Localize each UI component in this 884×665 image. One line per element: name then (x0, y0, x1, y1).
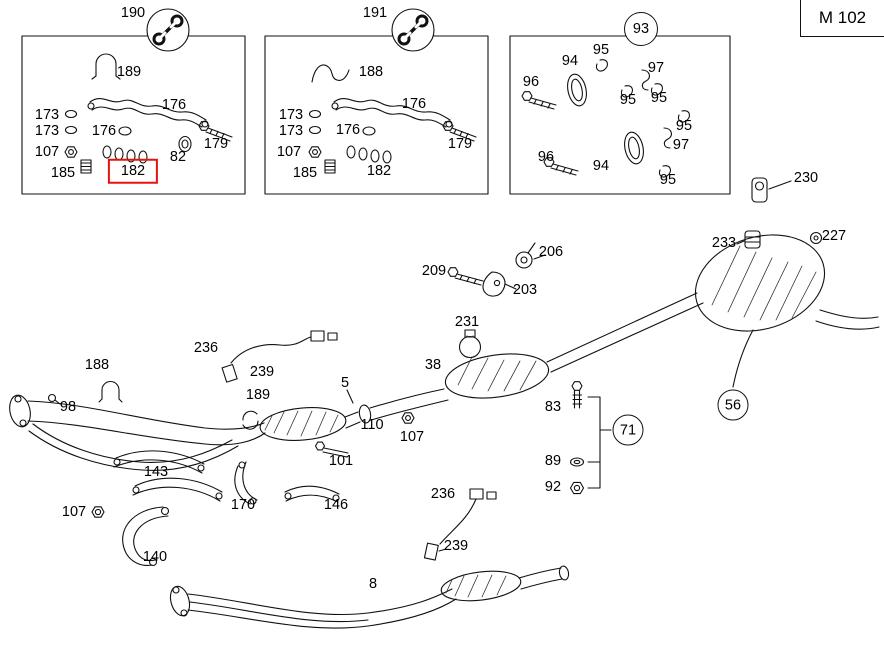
part-label-95[interactable]: 95 (659, 171, 677, 188)
part-label-96[interactable]: 96 (537, 148, 555, 165)
part-label-selected-182[interactable]: 182 (107, 158, 159, 184)
part-label-239[interactable]: 239 (443, 537, 469, 554)
inset-box-93 (509, 35, 731, 195)
part-label-176[interactable]: 176 (91, 122, 117, 139)
part-label-185[interactable]: 185 (292, 164, 318, 181)
part-label-173[interactable]: 173 (34, 106, 60, 123)
part-label-5[interactable]: 5 (340, 374, 350, 391)
part-label-107[interactable]: 107 (399, 428, 425, 445)
clamp-231 (458, 329, 482, 359)
group-callout-93[interactable]: 93 (624, 12, 658, 46)
part-label-107[interactable]: 107 (61, 503, 87, 520)
part-label-231[interactable]: 231 (454, 313, 480, 330)
part-label-188[interactable]: 188 (84, 356, 110, 373)
part-label-89[interactable]: 89 (544, 452, 562, 469)
part-label-101[interactable]: 101 (328, 452, 354, 469)
part-label-230[interactable]: 230 (793, 169, 819, 186)
part-label-189[interactable]: 189 (245, 386, 271, 403)
part-label-140[interactable]: 140 (142, 548, 168, 565)
part-label-173[interactable]: 173 (278, 106, 304, 123)
part-label-143[interactable]: 143 (143, 463, 169, 480)
part-label-97[interactable]: 97 (672, 136, 690, 153)
hanger-parts-top (447, 242, 546, 297)
part-label-8[interactable]: 8 (368, 575, 378, 592)
part-label-173[interactable]: 173 (278, 122, 304, 139)
part-label-203[interactable]: 203 (512, 281, 538, 298)
part-label-233[interactable]: 233 (711, 234, 737, 251)
part-label-95[interactable]: 95 (650, 89, 668, 106)
part-label-95[interactable]: 95 (619, 91, 637, 108)
inset-191-parts (308, 64, 477, 174)
group-callout-71[interactable]: 71 (612, 414, 644, 446)
mounting-brackets (91, 450, 340, 567)
model-badge-label: M 102 (818, 8, 867, 27)
part-label-176[interactable]: 176 (161, 96, 187, 113)
part-label-176[interactable]: 176 (335, 121, 361, 138)
group-callout-56[interactable]: 56 (717, 389, 749, 421)
inset-box-190 (21, 35, 246, 195)
part-label-188[interactable]: 188 (358, 63, 384, 80)
part-label-206[interactable]: 206 (538, 243, 564, 260)
part-label-95[interactable]: 95 (675, 117, 693, 134)
part-label-38[interactable]: 38 (424, 356, 442, 373)
part-label-176[interactable]: 176 (401, 95, 427, 112)
part-label-107[interactable]: 107 (276, 143, 302, 160)
inset-93-parts (521, 59, 691, 178)
part-label-83[interactable]: 83 (544, 398, 562, 415)
part-label-236[interactable]: 236 (430, 485, 456, 502)
wrench-icon (146, 8, 190, 52)
part-label-182[interactable]: 182 (366, 162, 392, 179)
part-label-110[interactable]: 110 (360, 416, 384, 433)
front-exhaust-system (9, 292, 704, 471)
part-label-146[interactable]: 146 (323, 496, 349, 513)
part-label-94[interactable]: 94 (592, 157, 610, 174)
part-label-227[interactable]: 227 (821, 227, 847, 244)
part-label-173[interactable]: 173 (34, 122, 60, 139)
part-label-179[interactable]: 179 (447, 135, 473, 152)
part-label-209[interactable]: 209 (421, 262, 447, 279)
part-label-189[interactable]: 189 (116, 63, 142, 80)
part-label-92[interactable]: 92 (544, 478, 562, 495)
wrench-icon (391, 8, 435, 52)
part-label-170[interactable]: 170 (230, 496, 256, 513)
part-label-179[interactable]: 179 (203, 135, 229, 152)
inset-title-191[interactable]: 191 (362, 4, 388, 21)
part-label-96[interactable]: 96 (522, 73, 540, 90)
inset-box-191 (264, 35, 489, 195)
rear-pipe-assembly (169, 488, 570, 629)
part-label-185[interactable]: 185 (50, 164, 76, 181)
part-label-94[interactable]: 94 (561, 52, 579, 69)
inset-title-190[interactable]: 190 (120, 4, 146, 21)
part-label-82[interactable]: 82 (169, 148, 187, 165)
inset-190-parts (64, 53, 233, 174)
model-badge: M 102 (800, 0, 884, 37)
fastener-group-71 (569, 381, 612, 495)
part-label-97[interactable]: 97 (647, 59, 665, 76)
part-label-239[interactable]: 239 (249, 363, 275, 380)
part-label-236[interactable]: 236 (193, 339, 219, 356)
rear-muffler-assembly (694, 177, 880, 388)
part-label-95[interactable]: 95 (592, 41, 610, 58)
part-label-98[interactable]: 98 (59, 398, 77, 415)
part-label-107[interactable]: 107 (34, 143, 60, 160)
